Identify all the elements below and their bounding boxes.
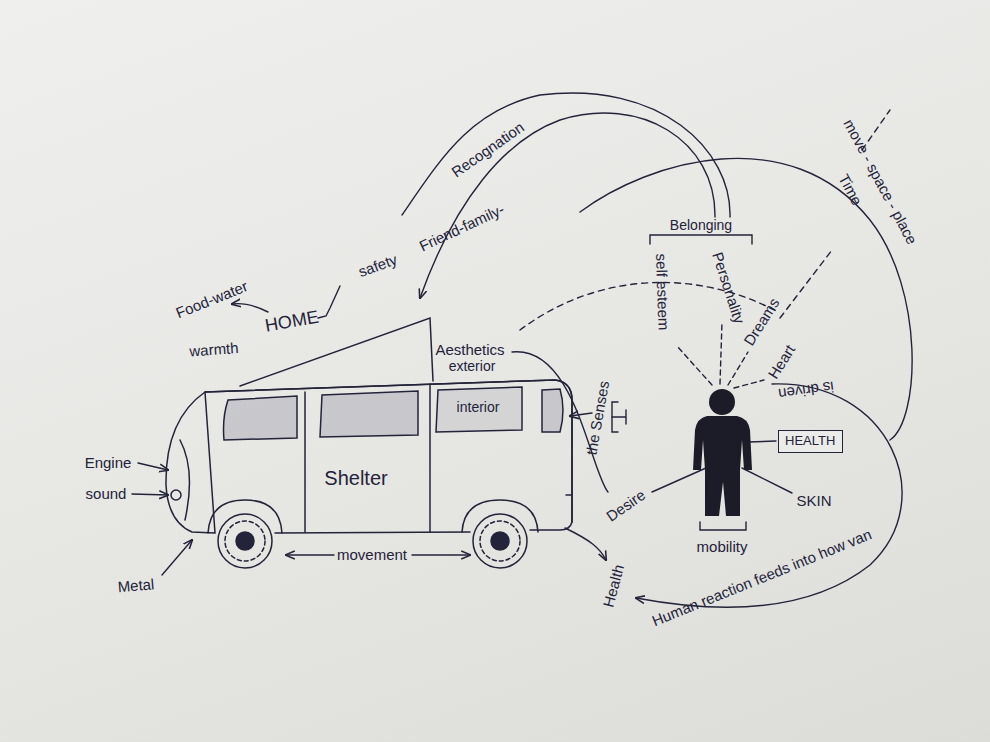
health-box: HEALTH [778, 430, 843, 453]
map-label: Engine [85, 455, 132, 472]
map-label: Aesthetics [435, 342, 504, 359]
mobility-bracket [700, 522, 746, 530]
ray-line [728, 352, 748, 385]
leader-arrow [132, 494, 168, 495]
van-rear-window [542, 389, 563, 432]
leader-line [748, 441, 776, 442]
van-nose [180, 440, 189, 520]
wheel-arch [462, 500, 538, 532]
map-label: Shelter [324, 467, 387, 489]
wheel-arch [208, 500, 282, 533]
map-label: the Senses [583, 380, 612, 457]
person-body [693, 416, 752, 516]
map-label: safety [356, 251, 399, 280]
map-label: movement [337, 547, 407, 564]
map-label: Dreams [741, 295, 783, 348]
wheel-rim [480, 521, 520, 561]
map-label: Heart [765, 342, 798, 382]
leader-arrow [162, 540, 192, 575]
door-line [429, 384, 431, 532]
ray-line [720, 322, 722, 384]
map-label: exterior [449, 359, 496, 374]
map-label: Metal [117, 576, 155, 596]
node-text: HEALTH [785, 434, 836, 448]
headlight [171, 490, 181, 500]
leader-arrow [570, 413, 592, 416]
leader-lines [132, 93, 912, 607]
leader-arrow [286, 554, 334, 555]
wheel-hub [236, 532, 254, 550]
map-label: Recognation [449, 119, 527, 181]
person-figure [693, 389, 752, 516]
ray-line [676, 345, 712, 385]
map-label: Time [835, 172, 865, 209]
map-label: warmth [189, 340, 239, 360]
map-label: SKIN [796, 493, 831, 510]
map-label: Belonging [670, 218, 732, 233]
belonging-arrow [402, 93, 730, 217]
leader-arrow [412, 554, 470, 555]
van-window [436, 387, 522, 432]
map-label: Human reaction feeds into how van [650, 526, 874, 629]
ray-line [734, 380, 764, 388]
map-label: Food-water [174, 278, 251, 322]
van-window [320, 391, 418, 437]
belonging-bracket [650, 235, 752, 244]
map-label: Friend-family- [417, 201, 507, 255]
wheel [473, 514, 527, 568]
van-window [224, 396, 298, 440]
map-label: mobility [697, 539, 748, 556]
loop-line [580, 158, 912, 440]
van-roofline [205, 380, 572, 522]
map-label: interior [457, 400, 500, 415]
leader-line [318, 286, 340, 318]
leader-line [652, 468, 706, 492]
door-line [304, 392, 306, 532]
bumper-line [566, 494, 572, 496]
map-label: Personality [709, 250, 748, 326]
wheel [218, 514, 272, 568]
map-label: sound [86, 486, 127, 503]
van-drawing [166, 318, 572, 568]
belonging-arrow [420, 113, 715, 298]
map-label: is driven [777, 378, 835, 402]
wheel-rim [225, 521, 265, 561]
leader-line [742, 468, 792, 493]
map-label: Desire [604, 487, 649, 525]
leader-arrow [565, 528, 606, 560]
person-head [709, 389, 735, 415]
senses-symbol [612, 410, 626, 424]
map-label: Health [600, 563, 627, 609]
map-label: self esteem [652, 253, 671, 330]
dashed-line [780, 110, 890, 318]
leader-arrow [138, 463, 168, 470]
leader-arrow [232, 304, 268, 312]
wheel-hub [491, 532, 509, 550]
map-label: HOME [264, 308, 321, 337]
van-body [166, 380, 572, 533]
